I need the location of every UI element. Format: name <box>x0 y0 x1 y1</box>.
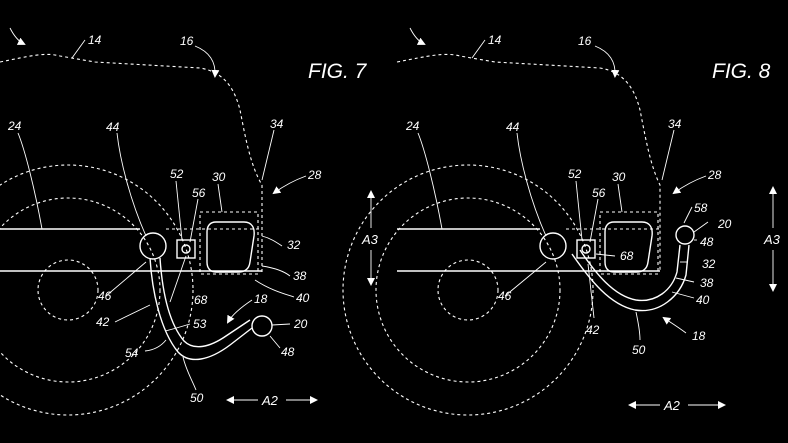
ref-34: 34 <box>668 117 682 131</box>
ref-28: 28 <box>707 168 722 182</box>
ref-20: 20 <box>293 317 308 331</box>
fig-7-reference-numerals: 14 16 24 44 34 52 56 30 28 32 38 40 46 6… <box>7 33 322 405</box>
fig-8-direction-arrow-a3-left: A3 <box>361 190 379 286</box>
ref-46: 46 <box>98 289 112 303</box>
fig-8-title: FIG. 8 <box>712 60 771 83</box>
receiver-ball <box>539 232 567 260</box>
receiver-ball <box>139 232 167 260</box>
pivot-pin <box>581 244 591 254</box>
ref-34: 34 <box>270 117 284 131</box>
axis-label-a3-left: A3 <box>361 232 379 247</box>
wheel-outer-ring <box>342 164 594 416</box>
fig-8-direction-arrow-a3-right: A3 <box>763 186 781 292</box>
ref-56: 56 <box>592 186 606 200</box>
ref-32: 32 <box>287 238 301 252</box>
ref-24: 24 <box>405 119 420 133</box>
wheel-outer-ring <box>0 164 194 416</box>
wheel-hub <box>37 259 99 321</box>
fig-8-leaders <box>409 27 709 341</box>
ref-14: 14 <box>488 33 502 47</box>
ref-42: 42 <box>586 323 600 337</box>
ref-38: 38 <box>700 276 714 290</box>
wheel-middle-ring <box>375 197 561 383</box>
pivot-bracket <box>576 239 596 259</box>
ref-50: 50 <box>632 343 646 357</box>
ref-52: 52 <box>170 167 184 181</box>
ref-44: 44 <box>506 120 520 134</box>
tow-ball-cover <box>206 221 255 273</box>
vehicle-body-outline <box>396 53 661 272</box>
ref-40: 40 <box>296 291 310 305</box>
ref-38: 38 <box>293 269 307 283</box>
ref-24: 24 <box>7 119 22 133</box>
ref-46: 46 <box>498 289 512 303</box>
ref-56: 56 <box>192 186 206 200</box>
ref-48: 48 <box>281 345 295 359</box>
vehicle-body-outline <box>0 53 263 272</box>
wheel <box>342 164 594 416</box>
ref-68: 68 <box>194 293 208 307</box>
figure-8: FIG. 8 <box>342 27 781 416</box>
axis-label-a2: A2 <box>663 398 681 413</box>
tow-ball-cover <box>604 221 653 273</box>
ref-18: 18 <box>254 292 268 306</box>
fig-7-leaders <box>9 27 307 391</box>
ref-16: 16 <box>180 34 194 48</box>
ref-44: 44 <box>106 120 120 134</box>
ref-30: 30 <box>612 170 626 184</box>
ref-32: 32 <box>702 257 716 271</box>
tow-arm-inner <box>579 244 681 302</box>
ref-54: 54 <box>125 346 139 360</box>
ref-48: 48 <box>700 235 714 249</box>
wheel <box>0 164 194 416</box>
fig-8-direction-arrow-a2: A2 <box>628 398 726 413</box>
ref-50: 50 <box>190 391 204 405</box>
ref-53: 53 <box>193 317 207 331</box>
wheel-middle-ring <box>0 197 161 383</box>
fig-8-reference-numerals: 14 16 24 44 34 52 56 30 28 58 20 48 68 3… <box>405 33 732 357</box>
ref-42: 42 <box>96 315 110 329</box>
axis-label-a2: A2 <box>261 393 279 408</box>
tow-arm-inner <box>159 257 251 348</box>
tow-arm-outer <box>149 257 253 361</box>
pivot-bracket <box>176 239 196 259</box>
wheel-hub <box>437 259 499 321</box>
hitch-ball <box>251 315 273 337</box>
hitch-ball <box>675 225 695 245</box>
axis-label-a3-right: A3 <box>763 232 781 247</box>
ref-20: 20 <box>717 217 732 231</box>
ref-18: 18 <box>692 329 706 343</box>
ref-28: 28 <box>307 168 322 182</box>
ref-16: 16 <box>578 34 592 48</box>
ref-68: 68 <box>620 249 634 263</box>
fig-7-title: FIG. 7 <box>308 60 368 83</box>
ref-52: 52 <box>568 167 582 181</box>
pivot-pin <box>181 244 191 254</box>
ref-14: 14 <box>88 33 102 47</box>
figure-7: FIG. 7 <box>0 27 368 416</box>
ref-40: 40 <box>696 293 710 307</box>
tow-arm-outer <box>571 244 690 312</box>
fig-7-direction-arrow-a2: A2 <box>226 393 318 408</box>
ref-30: 30 <box>212 170 226 184</box>
ref-58: 58 <box>694 201 708 215</box>
